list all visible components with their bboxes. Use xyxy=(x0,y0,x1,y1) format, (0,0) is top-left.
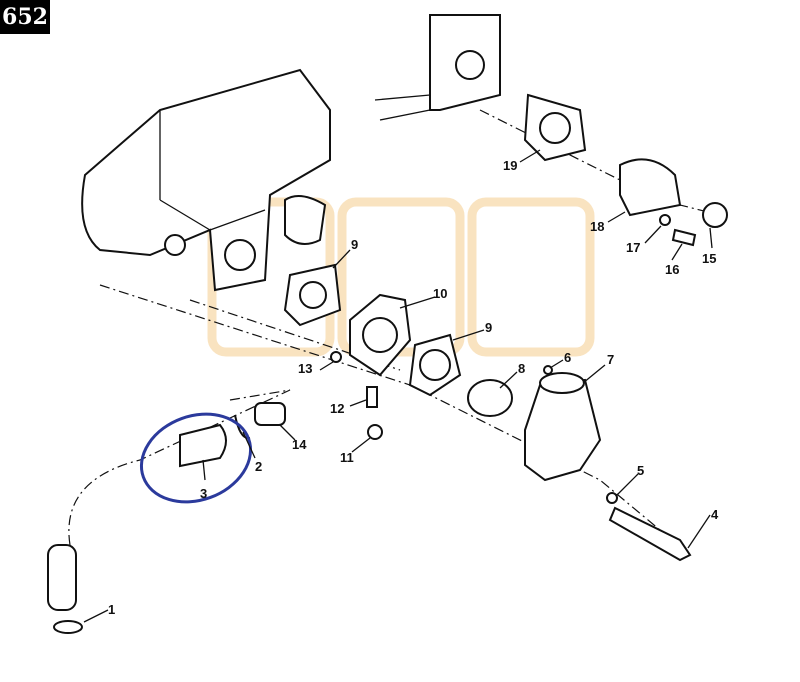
callout-19: 19 xyxy=(503,158,517,173)
callout-labels: 1 2 3 4 5 6 7 8 9 9 10 11 12 13 14 15 16… xyxy=(108,158,719,617)
engine-block xyxy=(81,14,501,292)
callout-13: 13 xyxy=(298,361,312,376)
leader-lines xyxy=(83,149,713,623)
callout-1: 1 xyxy=(108,602,115,617)
callout-2: 2 xyxy=(255,459,262,474)
callout-8: 8 xyxy=(518,361,525,376)
callout-7: 7 xyxy=(607,352,614,367)
callout-6: 6 xyxy=(564,350,571,365)
callout-16: 16 xyxy=(665,262,679,277)
callout-10: 10 xyxy=(433,286,447,301)
callout-4: 4 xyxy=(711,507,719,522)
callout-15: 15 xyxy=(702,251,716,266)
callout-14: 14 xyxy=(292,437,307,452)
parts xyxy=(47,93,728,634)
callout-17: 17 xyxy=(626,240,640,255)
callout-9a: 9 xyxy=(351,237,358,252)
callout-9b: 9 xyxy=(485,320,492,335)
callout-11: 11 xyxy=(340,450,354,465)
callout-12: 12 xyxy=(330,401,344,416)
callout-3: 3 xyxy=(200,486,207,501)
page-number-badge: 652 xyxy=(0,0,50,34)
callout-5: 5 xyxy=(637,463,644,478)
callout-18: 18 xyxy=(590,219,604,234)
highlight-circle xyxy=(139,412,253,504)
